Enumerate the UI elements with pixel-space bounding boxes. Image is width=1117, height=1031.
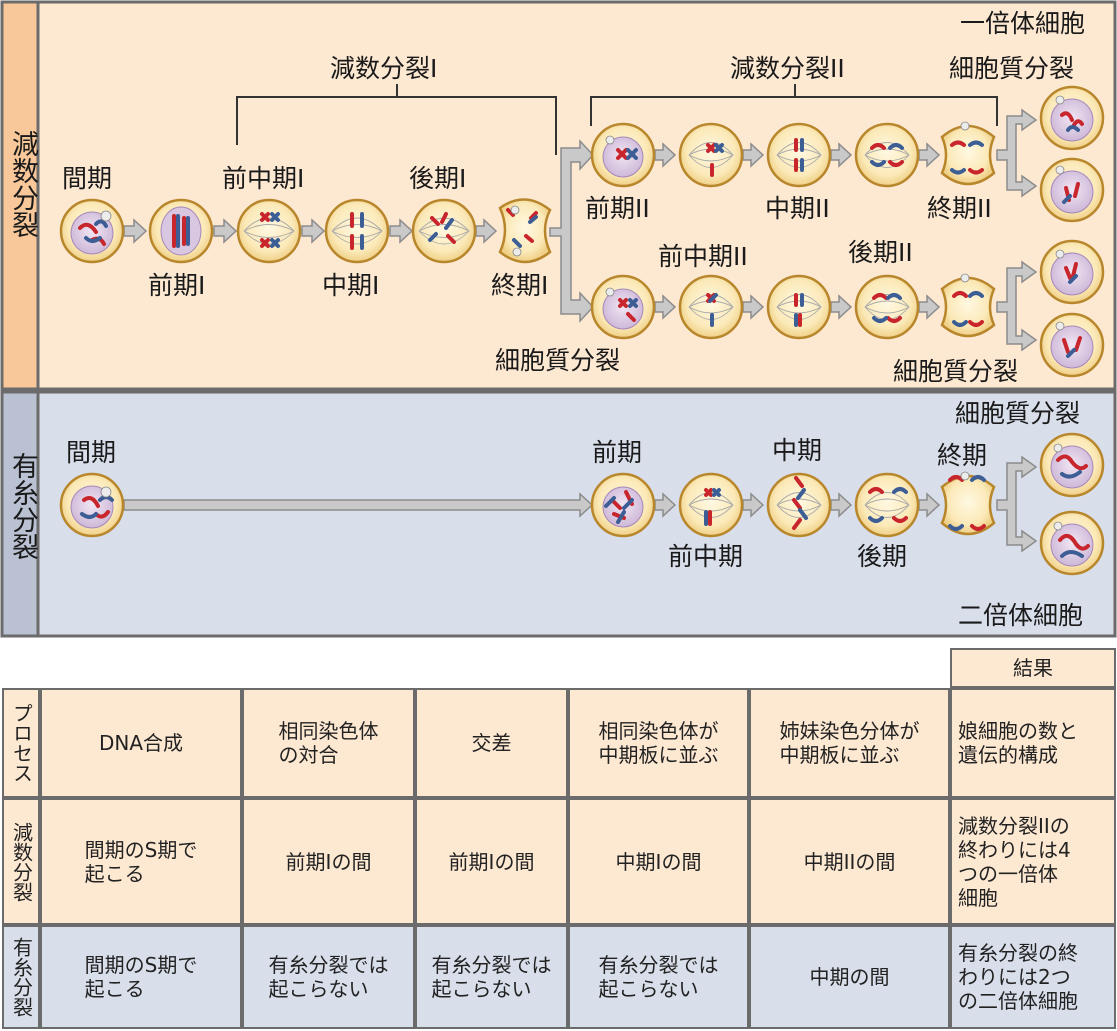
row-header-mitosis: 有糸分裂	[2, 925, 40, 1029]
meiosis-sidebar	[0, 0, 40, 391]
label-prometaphase-I: 前中期I	[222, 164, 305, 193]
cell-division-diagram	[0, 0, 1117, 638]
meiosis-dna-synthesis: 間期のS期で 起こる	[40, 798, 242, 925]
label-anaphase-I: 後期I	[409, 164, 467, 193]
meiosis-crossing-over: 前期Iの間	[415, 798, 568, 925]
result-header: 結果	[950, 648, 1116, 688]
centrosomes	[100, 95, 1065, 531]
header-daughter-cells: 娘細胞の数と 遺伝的構成	[950, 688, 1116, 798]
label-telophase-II: 終期II	[927, 194, 992, 223]
header-dna-synthesis: DNA合成	[40, 688, 242, 798]
cell-prometaphase-II-lower	[678, 274, 744, 340]
cell-metaphase-I	[324, 198, 390, 264]
label-diploid: 二倍体細胞	[958, 601, 1084, 630]
cell-anaphase-II-lower	[854, 274, 920, 340]
meiosis-homologs-align: 中期Iの間	[568, 798, 749, 925]
header-crossing-over: 交差	[415, 688, 568, 798]
label-haploid: 一倍体細胞	[960, 9, 1086, 38]
cell-telophase-II-upper	[940, 124, 996, 186]
label-metaphase-I: 中期I	[322, 271, 380, 300]
spindles	[243, 142, 910, 518]
label-cytokinesis-low: 細胞質分裂	[893, 357, 1019, 386]
label-metaphase: 中期	[772, 436, 823, 465]
meiosis-synapsis: 前期Iの間	[242, 798, 415, 925]
label-cytokinesis-mid: 細胞質分裂	[495, 346, 621, 375]
cell-prometaphase-I	[236, 198, 302, 264]
cell-anaphase-I	[411, 198, 477, 264]
cell-prometaphase-II-upper	[678, 122, 744, 188]
mitosis-sisters-align: 中期の間	[749, 925, 950, 1029]
label-telophase: 終期	[937, 441, 988, 470]
header-sisters-align: 姉妹染色分体が 中期板に並ぶ	[749, 688, 950, 798]
flow-arrows	[123, 108, 1038, 553]
label-meiosis-row: 減数分裂	[7, 130, 38, 238]
cell-anaphase-II-upper	[854, 122, 920, 188]
label-metaphase-II: 中期II	[765, 194, 830, 223]
label-anaphase: 後期	[857, 542, 908, 571]
cell-telophase-II-lower	[940, 276, 996, 338]
label-interphase-meiosis: 間期	[62, 164, 113, 193]
label-prophase-II: 前期II	[585, 194, 650, 223]
label-meiosis-I: 減数分裂I	[330, 54, 438, 83]
mitosis-daughter-cells: 有糸分裂の終 わりには2つ の二倍体細胞	[950, 925, 1116, 1029]
label-telophase-I: 終期I	[491, 271, 549, 300]
label-prophase-I: 前期I	[148, 271, 206, 300]
label-cytokinesis-mitosis: 細胞質分裂	[955, 399, 1081, 428]
mitosis-synapsis: 有糸分裂では 起こらない	[242, 925, 415, 1029]
meiosis-I-bracket	[236, 84, 557, 155]
mitosis-dna-synthesis: 間期のS期で 起こる	[40, 925, 242, 1029]
label-interphase-mitosis: 間期	[66, 438, 117, 467]
cell-metaphase-II-lower	[766, 274, 832, 340]
label-anaphase-II: 後期II	[848, 238, 913, 267]
cell-prometaphase	[678, 472, 744, 538]
meiosis-II-bracket	[590, 84, 998, 126]
row-header-process: プロセス	[2, 688, 40, 798]
header-homologs-align: 相同染色体が 中期板に並ぶ	[568, 688, 749, 798]
label-prometaphase-II: 前中期II	[658, 242, 748, 271]
label-prometaphase: 前中期	[668, 542, 744, 571]
mitosis-homologs-align: 有糸分裂では 起こらない	[568, 925, 749, 1029]
label-meiosis-II: 減数分裂II	[730, 54, 845, 83]
mitosis-sidebar	[0, 390, 40, 638]
header-synapsis: 相同染色体 の対合	[242, 688, 415, 798]
meiosis-daughter-cells: 減数分裂IIの 終わりには4 つの一倍体 細胞	[950, 798, 1116, 925]
label-mitosis-row: 有糸分裂	[7, 452, 38, 560]
label-cytokinesis-top: 細胞質分裂	[949, 54, 1075, 83]
label-prophase: 前期	[592, 438, 643, 467]
chromosomes	[78, 111, 1090, 558]
row-header-meiosis: 減数分裂	[2, 798, 40, 925]
mitosis-crossing-over: 有糸分裂では 起こらない	[415, 925, 568, 1029]
meiosis-panel	[0, 0, 1117, 391]
comparison-table: 結果 プロセス DNA合成 相同染色体 の対合 交差 相同染色体が 中期板に並ぶ…	[0, 648, 1117, 1031]
cell-metaphase-II-upper	[766, 122, 832, 188]
meiosis-sisters-align: 中期IIの間	[749, 798, 950, 925]
